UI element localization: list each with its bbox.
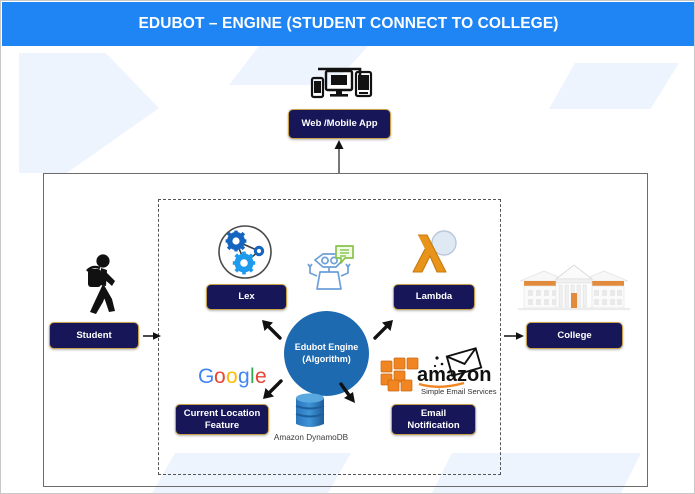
- email-label-line1: Email: [420, 408, 447, 420]
- page-title: EDUBOT – ENGINE (STUDENT CONNECT TO COLL…: [138, 15, 559, 32]
- svg-text:Simple Email Services: Simple Email Services: [421, 387, 497, 396]
- chatbot-robot-icon: [303, 244, 355, 300]
- college-node[interactable]: College: [526, 322, 623, 349]
- college-building-icon: [516, 259, 632, 315]
- student-node[interactable]: Student: [49, 322, 139, 349]
- arrow-frame-to-webapp: [334, 140, 344, 174]
- location-label-line2: Feature: [204, 419, 240, 431]
- arrow-engine-to-lambda: [373, 320, 393, 340]
- background-watermark: [19, 53, 159, 173]
- engine-label-line2: (Algorithm): [302, 353, 351, 364]
- lambda-node[interactable]: Lambda: [393, 284, 475, 310]
- arrow-engine-to-location: [263, 379, 283, 399]
- arrow-student-to-engine: [143, 332, 161, 340]
- arrow-engine-to-college: [504, 332, 524, 340]
- aws-lambda-icon: [406, 227, 462, 279]
- current-location-node[interactable]: Current Location Feature: [175, 404, 269, 435]
- amazon-ses-icon: amazon Simple Email Services: [379, 347, 497, 397]
- location-label-line1: Current Location: [183, 408, 261, 420]
- svg-text:e: e: [255, 365, 267, 388]
- arrow-engine-to-email: [339, 382, 355, 403]
- svg-text:l: l: [250, 365, 255, 388]
- dynamodb-icon: [289, 390, 331, 432]
- dynamodb-caption: Amazon DynamoDB: [273, 433, 349, 442]
- svg-text:amazon: amazon: [417, 364, 491, 386]
- svg-text:o: o: [214, 365, 226, 388]
- lex-gears-icon: [214, 223, 276, 281]
- system-boundary-frame: [43, 173, 648, 487]
- svg-text:g: g: [238, 365, 250, 388]
- arrow-engine-to-lex: [262, 320, 282, 340]
- college-label: College: [557, 329, 592, 341]
- devices-icon: [304, 65, 374, 105]
- email-label-line2: Notification: [407, 419, 460, 431]
- title-banner: EDUBOT – ENGINE (STUDENT CONNECT TO COLL…: [2, 2, 694, 46]
- background-watermark: [549, 63, 679, 109]
- webapp-label: Web /Mobile App: [301, 118, 378, 130]
- engine-label-line1: Edubot Engine: [294, 342, 359, 353]
- svg-text:G: G: [198, 365, 214, 388]
- lex-label: Lex: [238, 291, 255, 303]
- google-logo-icon: G o o g l e: [198, 363, 268, 389]
- student-label: Student: [76, 329, 112, 341]
- lex-node[interactable]: Lex: [206, 284, 287, 310]
- edubot-engine-node[interactable]: Edubot Engine (Algorithm): [284, 311, 369, 396]
- svg-text:o: o: [226, 365, 238, 388]
- email-notification-node[interactable]: Email Notification: [391, 404, 476, 435]
- walking-student-icon: [79, 253, 121, 315]
- lambda-label: Lambda: [415, 291, 453, 303]
- webapp-node[interactable]: Web /Mobile App: [288, 109, 391, 139]
